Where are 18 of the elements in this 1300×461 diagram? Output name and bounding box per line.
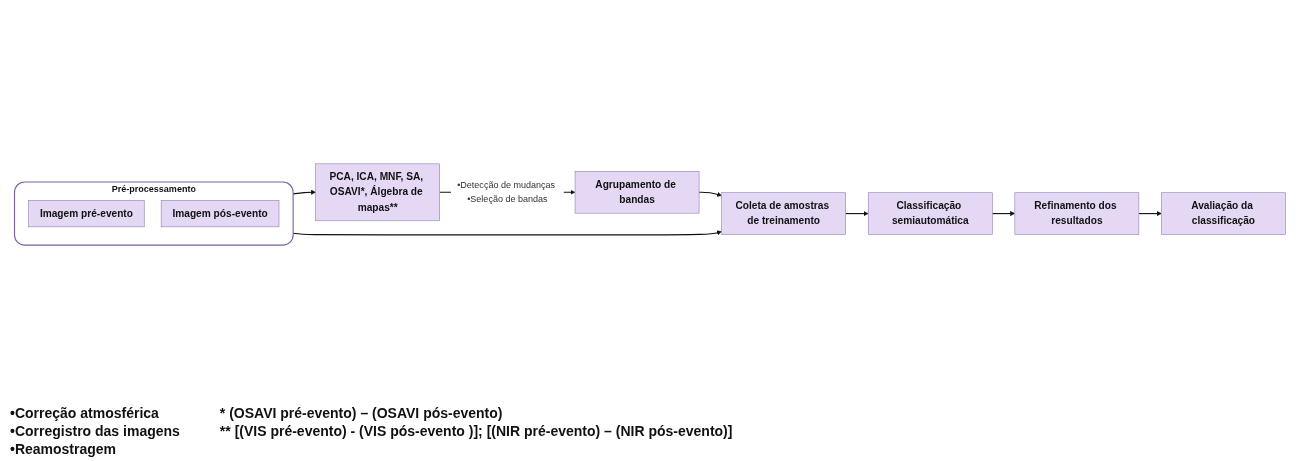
arrow bbox=[698, 191, 722, 197]
node-box: Avaliação da classificação bbox=[1161, 192, 1286, 235]
footnote: * (OSAVI pré-evento) – (OSAVI pós-evento) bbox=[219, 405, 504, 421]
node-box: Agrupamento de bandas bbox=[574, 171, 700, 214]
bullet-note: •Correção atmosférica bbox=[10, 405, 160, 421]
bullet-note: •Reamostragem bbox=[10, 441, 118, 457]
node-box: Classificação semiautomática bbox=[867, 192, 993, 235]
arrow bbox=[1138, 211, 1162, 217]
node-box: PCA, ICA, MNF, SA, OSAVI*, Álgebra de mapas** bbox=[315, 163, 440, 222]
node-box: Imagem pré-evento bbox=[28, 200, 145, 228]
node-box: Imagem pós-evento bbox=[160, 200, 280, 228]
arrow bbox=[991, 211, 1016, 217]
edge-label: •Detecção de mudanças •Seleção de bandas bbox=[457, 180, 556, 204]
arrow bbox=[845, 211, 869, 217]
footnote: ** [(VIS pré-evento) - (VIS pós-evento )]; [(NIR pré-evento) – (NIR pós-evento)] bbox=[219, 423, 733, 439]
node-box: Coleta de amostras de treinamento bbox=[721, 192, 846, 235]
bullet-note: •Corregistro das imagens bbox=[10, 423, 180, 439]
node-box: Refinamento dos resultados bbox=[1014, 192, 1140, 235]
